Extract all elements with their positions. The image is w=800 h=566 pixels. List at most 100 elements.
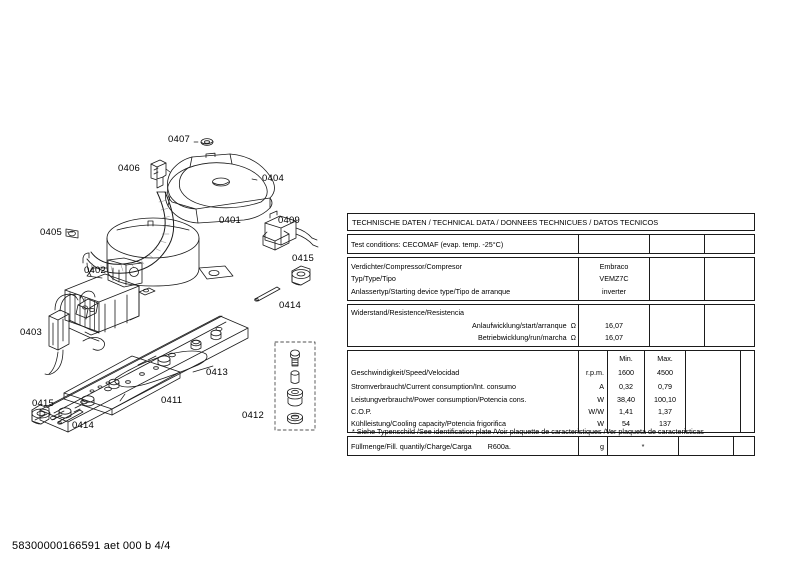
table-row: Geschwindigkeit/Speed/Velocidad r.p.m. 1… bbox=[348, 365, 797, 381]
table-title: TECHNISCHE DATEN / TECHNICAL DATA / DONN… bbox=[352, 217, 659, 227]
fill-value: * bbox=[607, 437, 679, 456]
performance-col-max: Max. bbox=[644, 350, 686, 366]
part-label-0404: 0404 bbox=[262, 173, 284, 184]
table-row-header: Min. Max. bbox=[348, 350, 797, 366]
perf-row-2-extra-2 bbox=[740, 393, 797, 406]
test-conditions-extra-2 bbox=[704, 235, 761, 254]
part-label-0413: 0413 bbox=[206, 367, 228, 378]
resistance-heading: Widerstand/Resistence/Resistencia bbox=[351, 308, 465, 318]
compressor-row2-value: VEMZ7C bbox=[578, 272, 650, 286]
resistance-start-label: Anlaufwicklung/start/arranque Ω bbox=[348, 319, 579, 331]
perf-row-4-extra-1 bbox=[685, 417, 741, 433]
perf-row-2-min: 38,40 bbox=[607, 393, 645, 406]
fill-quantity-block: Füllmenge/Fill. quantily/Charge/Carga R6… bbox=[347, 436, 790, 457]
resistance-start-extra-1 bbox=[649, 319, 705, 332]
compressor-block: Verdichter/Compressor/Compresor Embraco … bbox=[347, 257, 761, 301]
perf-row-4-max: 137 bbox=[644, 417, 686, 433]
fill-extra-1 bbox=[678, 437, 734, 456]
compressor-row3-extra-2 bbox=[704, 285, 761, 300]
part-0414-pin-2 bbox=[57, 409, 84, 425]
perf-row-3-extra-2 bbox=[740, 405, 797, 418]
performance-header-unit bbox=[578, 350, 608, 366]
part-0415-spacer-bush-2 bbox=[31, 404, 51, 425]
perf-row-1-max: 0,79 bbox=[644, 380, 686, 394]
test-conditions-extra-1 bbox=[649, 235, 705, 254]
fill-label: Füllmenge/Fill. quantily/Charge/Carga bbox=[351, 441, 472, 451]
part-label-0414-right: 0414 bbox=[279, 300, 301, 311]
fill-unit: g bbox=[578, 437, 608, 456]
compressor-row3-label: Anlassertyp/Starting device type/Tipo de… bbox=[351, 286, 511, 296]
compressor-row3-extra-1 bbox=[649, 285, 705, 300]
perf-row-0-min: 1600 bbox=[607, 365, 645, 381]
part-0412-mounting-kit bbox=[274, 341, 316, 431]
compressor-row1-extra-2 bbox=[704, 258, 761, 273]
table-row: C.O.P. W/W 1,41 1,37 bbox=[348, 405, 797, 418]
perf-row-4-extra-2 bbox=[740, 417, 797, 433]
table-row: Widerstand/Resistence/Resistencia bbox=[348, 304, 761, 320]
part-label-0405: 0405 bbox=[40, 227, 62, 238]
part-0407-grommet bbox=[200, 138, 214, 146]
part-0413-mounting-bracket bbox=[63, 355, 181, 416]
fill-label-cell: Füllmenge/Fill. quantily/Charge/Carga R6… bbox=[348, 437, 579, 455]
table-row: Test conditions: CECOMAF (evap. temp. -2… bbox=[348, 235, 761, 254]
part-0409-relay-module bbox=[262, 210, 319, 251]
resistance-heading-extra-1 bbox=[649, 304, 705, 320]
part-label-0414-left: 0414 bbox=[72, 420, 94, 431]
perf-row-4-min: 54 bbox=[607, 417, 645, 433]
table-row: Stromverbraucht/Current consumption/Int.… bbox=[348, 380, 797, 394]
perf-row-1-extra-2 bbox=[740, 380, 797, 394]
perf-row-2-extra-1 bbox=[685, 393, 741, 406]
exploded-parts-diagram: 0407 0406 0404 0405 0401 0409 0402 0415 … bbox=[20, 110, 350, 450]
compressor-row2-label: Typ/Type/Tipo bbox=[351, 274, 396, 284]
part-0414-pin bbox=[254, 286, 281, 302]
performance-header-extra-2 bbox=[740, 350, 797, 366]
table-row: TECHNISCHE DATEN / TECHNICAL DATA / DONN… bbox=[348, 214, 754, 230]
resistance-block: Widerstand/Resistence/Resistencia Anlauf… bbox=[347, 303, 761, 347]
table-row: Anlassertyp/Starting device type/Tipo de… bbox=[348, 285, 761, 300]
perf-row-3-min: 1,41 bbox=[607, 405, 645, 418]
perf-row-2-label: Leistungverbraucht/Power consumption/Pot… bbox=[351, 394, 527, 404]
perf-row-1-min: 0,32 bbox=[607, 380, 645, 394]
part-0405-suction-hose bbox=[82, 191, 175, 277]
part-label-0402: 0402 bbox=[84, 265, 106, 276]
performance-block: Min. Max. Geschwindigkeit/Speed/Velocida… bbox=[347, 349, 797, 434]
part-0403-wiring-harness bbox=[44, 290, 105, 375]
part-label-0412: 0412 bbox=[242, 410, 264, 421]
perf-row-3-max: 1,37 bbox=[644, 405, 686, 418]
table-row: Füllmenge/Fill. quantily/Charge/Carga R6… bbox=[348, 437, 790, 456]
perf-row-2-max: 100,10 bbox=[644, 393, 686, 406]
perf-row-2-unit: W bbox=[578, 393, 608, 406]
table-row: Betriebwicklung/run/marcha Ω 16,07 bbox=[348, 331, 761, 346]
resistance-run-extra-2 bbox=[704, 331, 761, 346]
perf-row-0-label: Geschwindigkeit/Speed/Velocidad bbox=[351, 368, 460, 378]
resistance-run-label: Betriebwicklung/run/marcha Ω bbox=[348, 331, 579, 345]
table-row: Anlaufwicklung/start/arranque Ω 16,07 bbox=[348, 319, 761, 332]
perf-row-4-unit: W bbox=[578, 417, 608, 433]
performance-col-min: Min. bbox=[607, 350, 645, 366]
fill-refrigerant: R600a. bbox=[487, 441, 511, 451]
performance-header-extra-1 bbox=[685, 350, 741, 366]
part-0415-spacer-bush bbox=[291, 265, 311, 286]
table-row: Verdichter/Compressor/Compresor Embraco bbox=[348, 258, 761, 273]
perf-row-0-max: 4500 bbox=[644, 365, 686, 381]
performance-header-spacer bbox=[348, 351, 579, 365]
ohm-symbol-run: Ω bbox=[570, 332, 576, 342]
part-label-0401: 0401 bbox=[219, 215, 241, 226]
compressor-row1-label: Verdichter/Compressor/Compresor bbox=[351, 261, 463, 271]
test-conditions-value bbox=[578, 235, 650, 254]
perf-row-3-unit: W/W bbox=[578, 405, 608, 418]
resistance-heading-extra-2 bbox=[704, 304, 761, 320]
perf-row-1-unit: A bbox=[578, 380, 608, 394]
compressor-row1-value: Embraco bbox=[578, 258, 650, 273]
part-0401-compressor bbox=[65, 217, 234, 288]
perf-row-0-extra-2 bbox=[740, 365, 797, 381]
compressor-row1-extra-1 bbox=[649, 258, 705, 273]
part-label-0411: 0411 bbox=[161, 395, 183, 406]
table-title-block: TECHNISCHE DATEN / TECHNICAL DATA / DONN… bbox=[347, 213, 755, 232]
table-row: Kühlleistung/Cooling capacity/Potencia f… bbox=[348, 417, 797, 433]
fill-extra-2 bbox=[733, 437, 790, 456]
compressor-row2-extra-2 bbox=[704, 272, 761, 286]
leader-lines bbox=[66, 141, 258, 402]
compressor-row2-extra-1 bbox=[649, 272, 705, 286]
